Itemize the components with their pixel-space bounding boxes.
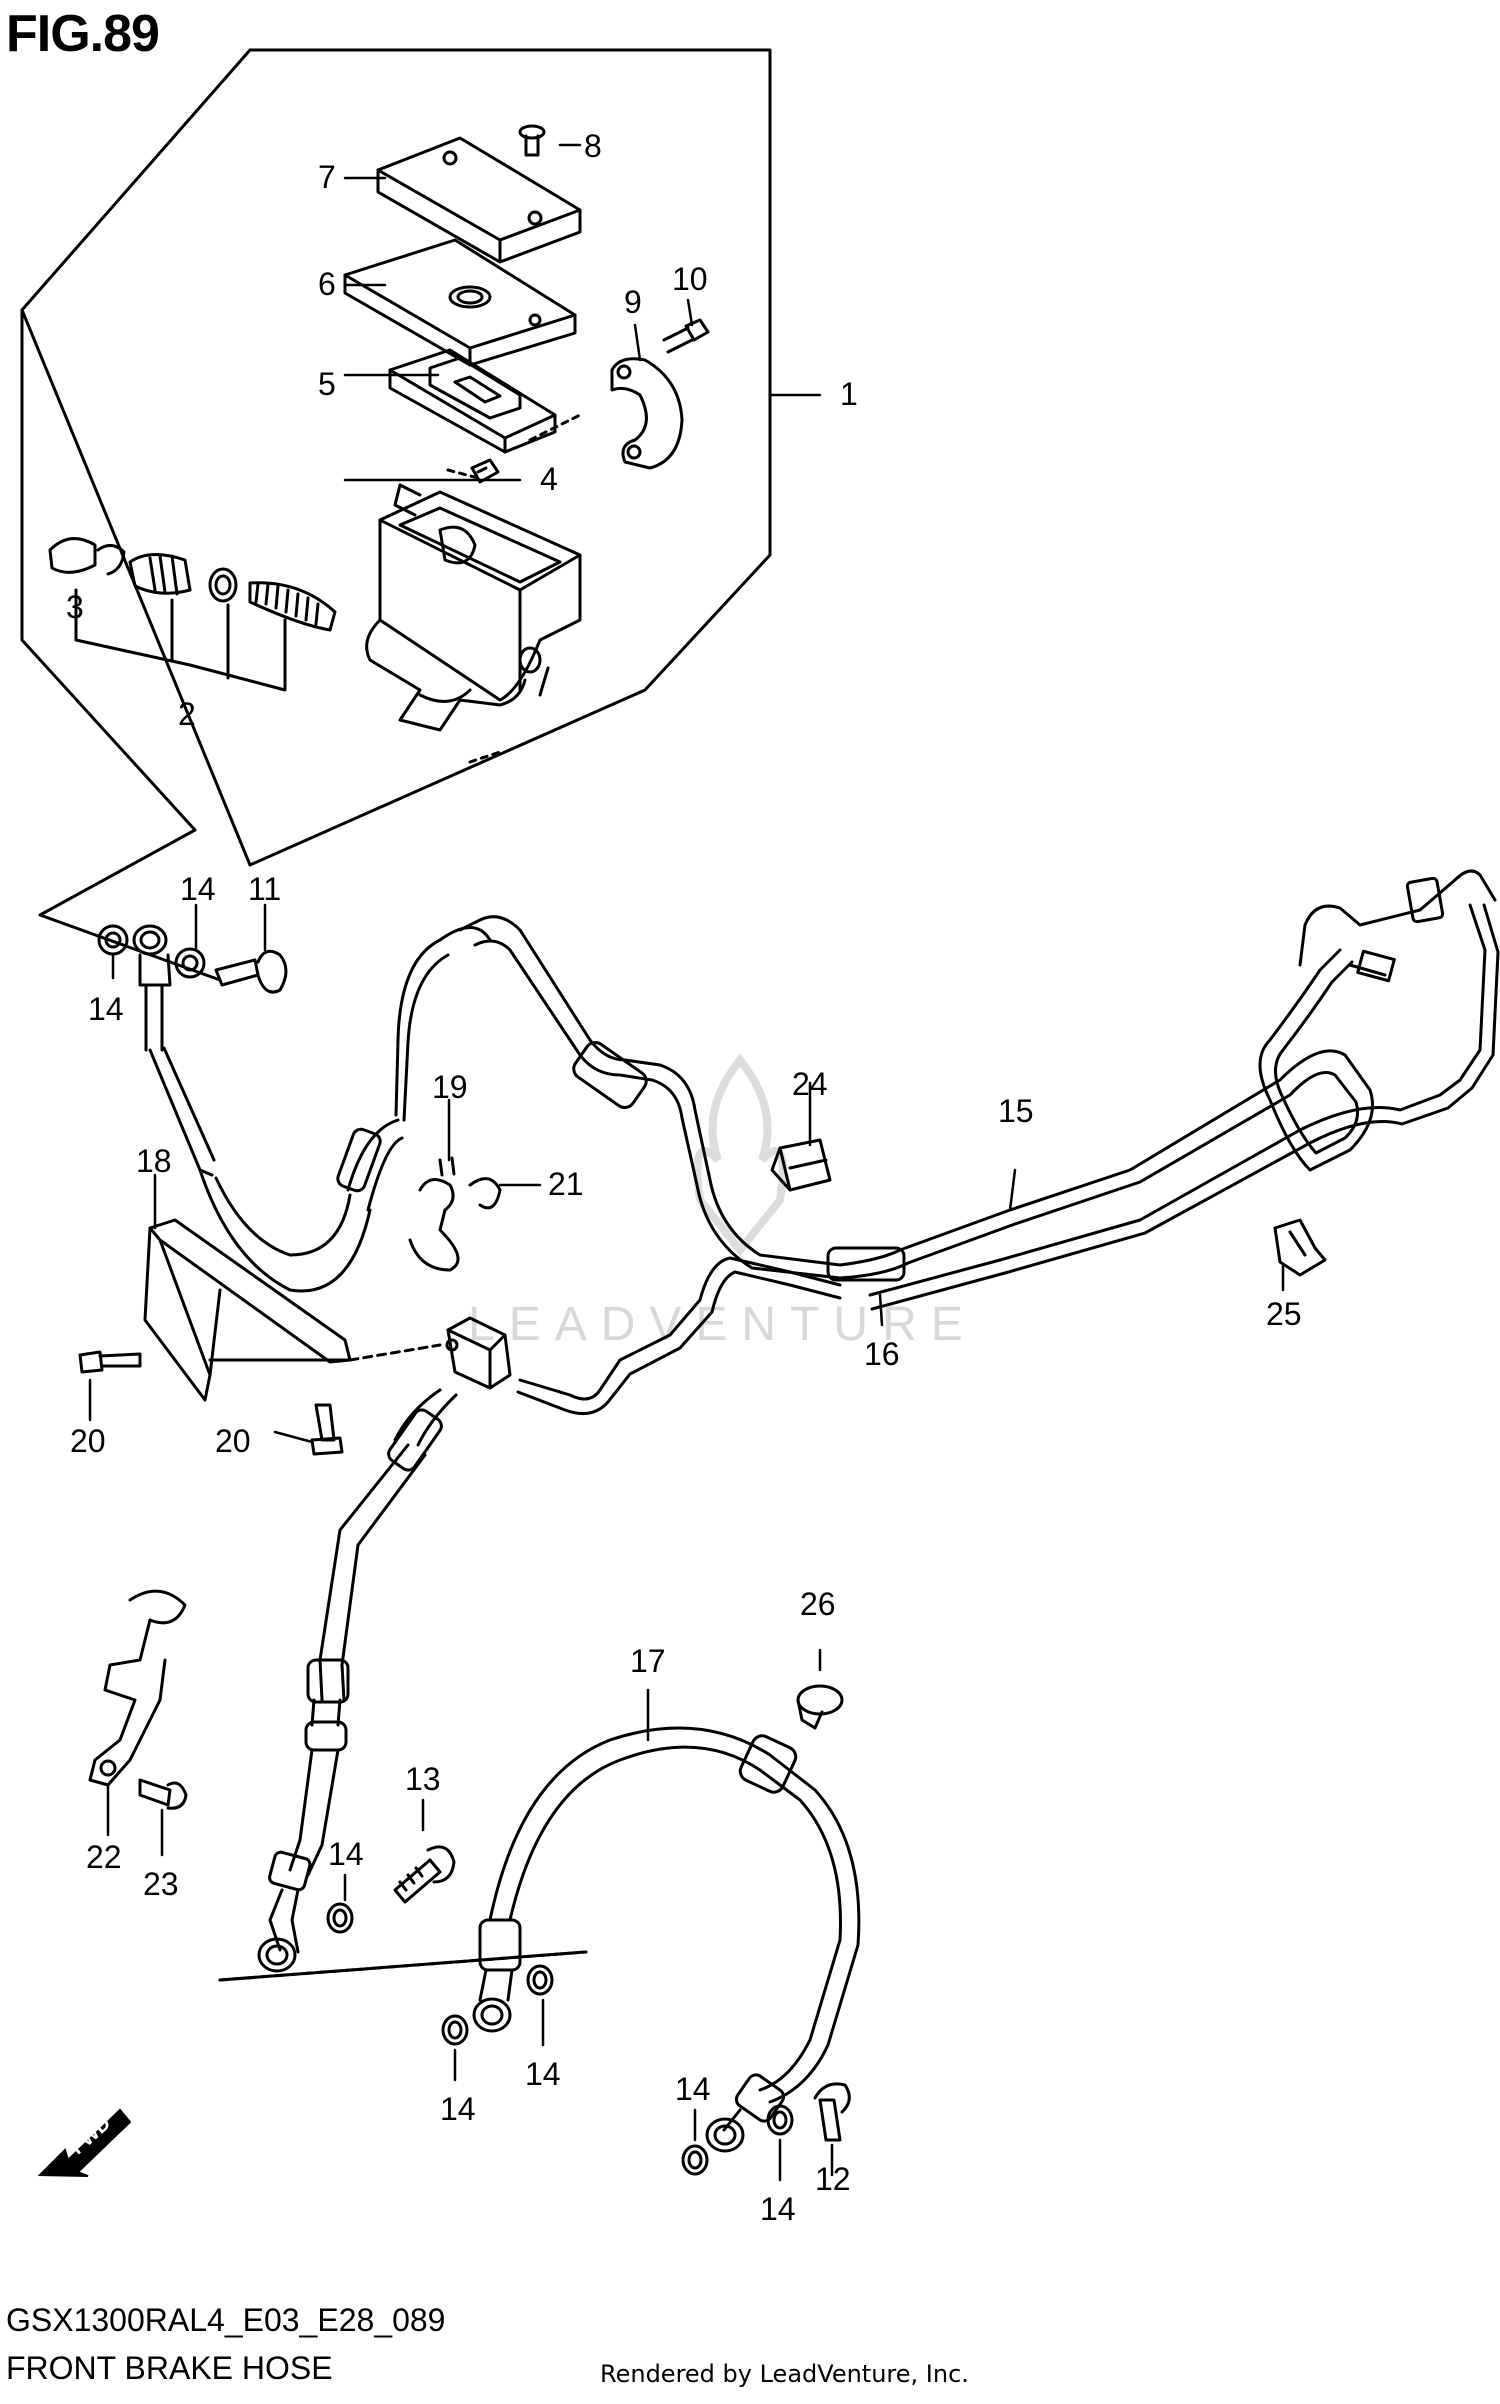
caliper-pointer — [218, 1950, 587, 1982]
dash-line-bolt — [446, 468, 480, 480]
bracket-bolt-20b-part — [310, 1403, 344, 1456]
washer-lower-4-inner — [687, 2150, 703, 2170]
callout-13: 13 — [405, 1761, 441, 1797]
diaphragm-part — [388, 348, 557, 454]
callout-20-b: 20 — [215, 1423, 251, 1459]
figure-title: FIG.89 — [6, 5, 160, 63]
callout-11: 11 — [248, 871, 281, 907]
model-code-label: GSX1300RAL4_E03_E28_089 — [6, 2302, 446, 2338]
callout-14-d: 14 — [440, 2091, 476, 2127]
callout-3: 3 — [66, 589, 84, 625]
callout-18: 18 — [136, 1143, 172, 1179]
callout-14-a: 14 — [180, 871, 216, 907]
callout-17: 17 — [630, 1643, 666, 1679]
callout-24: 24 — [792, 1066, 828, 1102]
watermark-flame-logo — [693, 1053, 787, 1257]
rendered-by-credit: Rendered by LeadVenture, Inc. — [600, 2360, 969, 2388]
washer-lower-1-inner — [332, 1908, 348, 1928]
callout-7: 7 — [318, 159, 336, 195]
callout-2: 2 — [178, 696, 196, 732]
washer-lower-2 — [441, 2014, 469, 2046]
callout-8: 8 — [584, 128, 602, 164]
hose-clamp-part — [408, 1156, 502, 1272]
reservoir-cover-part — [376, 136, 582, 264]
hose-guide-bracket-part — [88, 1589, 187, 1787]
callout-5: 5 — [318, 366, 336, 402]
top-banjo-bolt-part — [214, 949, 288, 994]
callout-6: 6 — [318, 266, 336, 302]
three-way-joint-part — [445, 1316, 512, 1390]
washer-lower-4 — [681, 2144, 709, 2176]
washer-lower-1 — [326, 1902, 354, 1934]
cover-screw-part — [518, 124, 546, 157]
callout-labels: 1 2 3 4 5 6 7 8 9 10 11 12 13 14 14 14 1… — [66, 128, 1302, 2227]
master-cylinder-body-part — [365, 483, 582, 732]
watermark: LEADVENTURE — [468, 1053, 977, 1351]
callout-10: 10 — [672, 261, 708, 297]
callout-19: 19 — [432, 1069, 468, 1105]
callout-12: 12 — [815, 2161, 851, 2197]
callout-21: 21 — [548, 1166, 584, 1202]
forward-direction-badge: FWD — [37, 2108, 132, 2177]
callout-14-g: 14 — [760, 2191, 796, 2227]
callout-leaders — [74, 143, 1285, 2182]
union-bolt-12-part — [813, 2082, 851, 2142]
dash-line-body — [468, 750, 502, 764]
washer-lower-3-inner — [532, 1970, 548, 1990]
pipe-clip-25-part — [1273, 1218, 1327, 1277]
hose-clamp-26-part — [796, 1684, 844, 1730]
callout-26: 26 — [800, 1586, 836, 1622]
clamp-bolt-part — [662, 318, 710, 354]
brake-pipe-16-part — [516, 869, 1500, 1416]
callout-16: 16 — [864, 1336, 900, 1372]
callout-14-c: 14 — [328, 1836, 364, 1872]
union-bolt-13-part — [393, 1845, 456, 1904]
callout-20-a: 20 — [70, 1423, 106, 1459]
callout-15: 15 — [998, 1093, 1034, 1129]
washer-lower-5 — [766, 2104, 794, 2136]
dash-line-diaphragm — [528, 413, 582, 442]
watermark-text: LEADVENTURE — [468, 1298, 977, 1351]
assembly-outline-left — [20, 308, 222, 982]
diaphragm-plate-part — [343, 238, 577, 367]
callout-23: 23 — [143, 1866, 179, 1902]
assembly-outline — [20, 48, 772, 867]
callout-25: 25 — [1266, 1296, 1302, 1332]
dash-line-joint — [348, 1343, 442, 1362]
bracket-bolt-23-part — [138, 1778, 188, 1810]
piston-kit-part — [48, 537, 337, 632]
callout-9: 9 — [624, 284, 642, 320]
callout-1: 1 — [840, 376, 858, 412]
callout-14-e: 14 — [525, 2056, 561, 2092]
washer-lower-5-inner — [772, 2110, 788, 2130]
brake-pipe-15-part — [458, 915, 1374, 1282]
bracket-bolt-20a-part — [78, 1350, 142, 1374]
callout-4: 4 — [540, 461, 558, 497]
lower-brake-hose-17-part — [472, 1726, 861, 2153]
callout-22: 22 — [86, 1839, 122, 1875]
pipe-clip-24-part — [770, 1138, 832, 1192]
washer-lower-3 — [526, 1964, 554, 1996]
washer-lower-2-inner — [447, 2020, 463, 2040]
lower-left-hose-part — [257, 1388, 458, 1973]
handlebar-clamp-part — [610, 357, 684, 470]
section-name-label: FRONT BRAKE HOSE — [6, 2350, 333, 2386]
callout-14-f: 14 — [675, 2071, 711, 2107]
washer-set — [326, 1902, 794, 2176]
callout-14-b: 14 — [88, 991, 124, 1027]
upper-brake-hose-part — [132, 924, 492, 1293]
